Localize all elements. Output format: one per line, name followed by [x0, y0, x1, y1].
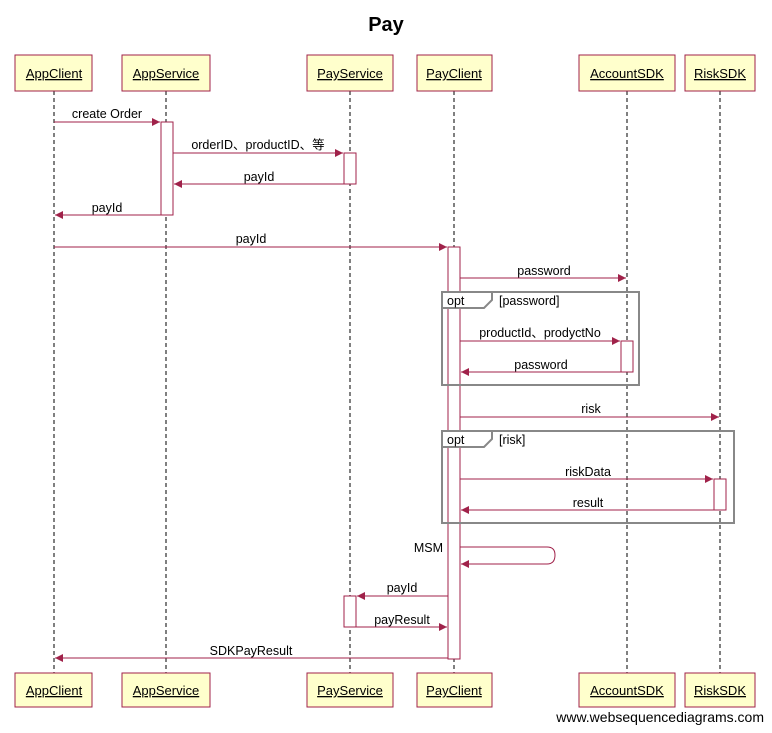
- participant-label: PayClient: [426, 683, 482, 698]
- participant-label: PayService: [317, 66, 383, 81]
- message-payid-to-payclient: payId: [54, 232, 447, 251]
- participant-appservice-bottom: AppService: [121, 672, 211, 708]
- participant-accountsdk: AccountSDK: [578, 54, 676, 92]
- activation-payservice: [343, 152, 357, 185]
- activation-appservice: [160, 121, 174, 216]
- participant-label: AppService: [133, 66, 199, 81]
- message-label: orderID、productID、等: [191, 137, 324, 152]
- message-payid-to-appclient: payId: [55, 201, 161, 219]
- message-label: payResult: [374, 613, 430, 627]
- participant-label: AccountSDK: [590, 683, 664, 698]
- message-payid-to-payservice: payId: [357, 581, 448, 600]
- participants-top: AppClient AppService PayService PayClien…: [14, 54, 756, 92]
- participant-label: AppService: [133, 683, 199, 698]
- activation-accountsdk: [620, 340, 634, 373]
- fragment-guard: [risk]: [499, 433, 525, 447]
- activation-payservice-2: [343, 595, 357, 628]
- message-payid-to-appservice: payId: [174, 170, 344, 188]
- message-label: riskData: [565, 465, 611, 479]
- message-create-order: create Order: [54, 107, 160, 126]
- message-password-response: password: [461, 358, 621, 376]
- participant-payclient: PayClient: [416, 54, 493, 92]
- fragment-keyword: opt: [447, 433, 465, 447]
- messages: create Order orderID、productID、等 payId p…: [54, 107, 719, 662]
- message-product-info: productId、prodyctNo: [460, 326, 620, 345]
- participant-accountsdk-bottom: AccountSDK: [578, 672, 676, 708]
- message-msm-self: MSM: [414, 541, 556, 568]
- message-label: risk: [581, 402, 601, 416]
- fragment-keyword: opt: [447, 294, 465, 308]
- message-label: password: [514, 358, 568, 372]
- message-riskdata: riskData: [460, 465, 713, 483]
- message-label: payId: [92, 201, 123, 215]
- activations: [160, 121, 727, 660]
- participant-label: RiskSDK: [694, 66, 746, 81]
- message-label: password: [517, 264, 571, 278]
- message-label: payId: [387, 581, 418, 595]
- watermark: www.websequencediagrams.com: [555, 709, 764, 725]
- participant-label: PayClient: [426, 66, 482, 81]
- participant-appclient-bottom: AppClient: [14, 672, 93, 708]
- message-password-request: password: [460, 264, 626, 282]
- message-label: payId: [244, 170, 275, 184]
- participant-risksdk: RiskSDK: [684, 54, 756, 92]
- fragment-opt-risk: opt [risk]: [441, 430, 735, 524]
- message-label: productId、prodyctNo: [479, 326, 601, 340]
- participant-label: AccountSDK: [590, 66, 664, 81]
- activation-risksdk: [713, 478, 727, 511]
- message-label: create Order: [72, 107, 142, 121]
- message-risk: risk: [460, 402, 719, 421]
- participant-label: AppClient: [26, 66, 83, 81]
- participant-payclient-bottom: PayClient: [416, 672, 493, 708]
- participant-label: RiskSDK: [694, 683, 746, 698]
- participants-bottom: AppClient AppService PayService PayClien…: [14, 672, 756, 708]
- fragment-opt-password: opt [password]: [441, 291, 640, 386]
- message-payresult: payResult: [356, 613, 447, 631]
- message-sdkpayresult: SDKPayResult: [55, 644, 448, 662]
- message-label: result: [573, 496, 604, 510]
- message-result: result: [461, 496, 714, 514]
- participant-risksdk-bottom: RiskSDK: [684, 672, 756, 708]
- participant-label: PayService: [317, 683, 383, 698]
- participant-appclient: AppClient: [14, 54, 93, 92]
- participant-payservice-bottom: PayService: [306, 672, 394, 708]
- message-label: SDKPayResult: [210, 644, 293, 658]
- message-label: payId: [236, 232, 267, 246]
- diagram-title: Pay: [368, 14, 404, 36]
- participant-label: AppClient: [26, 683, 83, 698]
- activation-payclient: [447, 246, 461, 660]
- message-label: MSM: [414, 541, 443, 555]
- participant-payservice: PayService: [306, 54, 394, 92]
- message-order-request: orderID、productID、等: [173, 137, 343, 157]
- participant-appservice: AppService: [121, 54, 211, 92]
- fragment-guard: [password]: [499, 294, 559, 308]
